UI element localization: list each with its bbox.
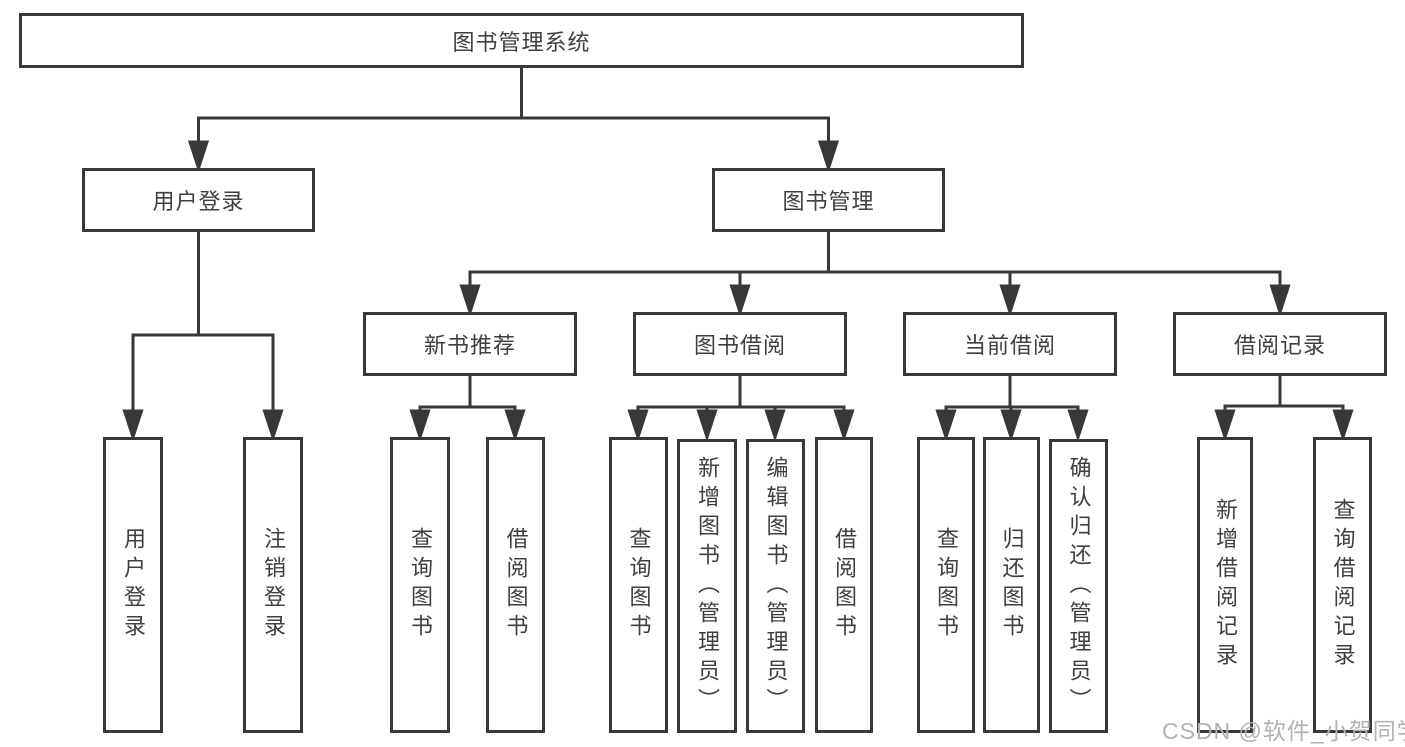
leaf-query-borrow-record-label: 查询借阅记录 [1330, 498, 1356, 672]
node-book-mgmt-label: 图书管理 [782, 189, 875, 214]
node-book-mgmt: 图书管理 [712, 168, 945, 232]
connector-current-borrow-branch [935, 376, 1089, 442]
node-user-login: 用户登录 [82, 168, 315, 232]
leaf-add-borrow-record: 新增借阅记录 [1197, 437, 1253, 733]
leaf-query-books-1-label: 查询图书 [408, 527, 433, 643]
node-current-borrow-label: 当前借阅 [963, 333, 1056, 358]
node-new-book-rec-label: 新书推荐 [423, 333, 516, 358]
node-user-login-label: 用户登录 [152, 189, 245, 214]
leaf-borrow-books-1-label: 借阅图书 [503, 527, 529, 643]
node-root-label: 图书管理系统 [452, 29, 591, 55]
leaf-query-books-2: 查询图书 [609, 437, 668, 733]
leaf-logout: 注销登录 [243, 437, 303, 733]
leaf-query-books-1: 查询图书 [390, 437, 450, 733]
leaf-query-books-3: 查询图书 [917, 437, 975, 733]
leaf-add-books-admin: 新增图书（管理员） [677, 439, 737, 733]
leaf-add-books-admin-label: 新增图书（管理员） [695, 455, 720, 717]
node-current-borrow: 当前借阅 [903, 312, 1117, 376]
connector-borrow-record-branch [1214, 376, 1354, 442]
csdn-watermark: CSDN @软件_小贺同学 [1162, 718, 1405, 744]
leaf-add-borrow-record-label: 新增借阅记录 [1213, 498, 1238, 672]
node-book-borrow-label: 图书借阅 [693, 333, 786, 358]
leaf-edit-books-admin-label: 编辑图书（管理员） [763, 455, 789, 717]
leaf-borrow-books-2-label: 借阅图书 [832, 527, 857, 643]
connector-book-mgmt-to-level3 [459, 232, 1291, 317]
leaf-borrow-books-2: 借阅图书 [815, 437, 873, 733]
node-book-borrow: 图书借阅 [633, 312, 847, 376]
leaf-borrow-books-1: 借阅图书 [486, 437, 545, 733]
leaf-confirm-return-admin: 确认归还（管理员） [1049, 439, 1108, 733]
leaf-query-borrow-record: 查询借阅记录 [1313, 437, 1372, 733]
leaf-return-books-label: 归还图书 [999, 527, 1025, 643]
leaf-user-login-label: 用户登录 [121, 527, 146, 643]
leaf-edit-books-admin: 编辑图书（管理员） [746, 439, 805, 733]
node-borrow-record-label: 借阅记录 [1233, 333, 1326, 358]
leaf-query-books-2-label: 查询图书 [626, 527, 652, 643]
leaf-query-books-3-label: 查询图书 [934, 527, 959, 643]
connector-new-book-branch [409, 376, 526, 442]
leaf-logout-label: 注销登录 [261, 527, 286, 643]
node-root: 图书管理系统 [19, 13, 1024, 68]
leaf-confirm-return-admin-label: 确认归还（管理员） [1066, 455, 1092, 717]
connector-user-login-branch [122, 232, 284, 442]
leaf-return-books: 归还图书 [983, 437, 1040, 733]
node-borrow-record: 借阅记录 [1173, 312, 1387, 376]
connector-root-to-level2 [187, 68, 840, 173]
leaf-user-login: 用户登录 [103, 437, 163, 733]
connector-book-borrow-branch [627, 376, 855, 442]
node-new-book-rec: 新书推荐 [363, 312, 577, 376]
